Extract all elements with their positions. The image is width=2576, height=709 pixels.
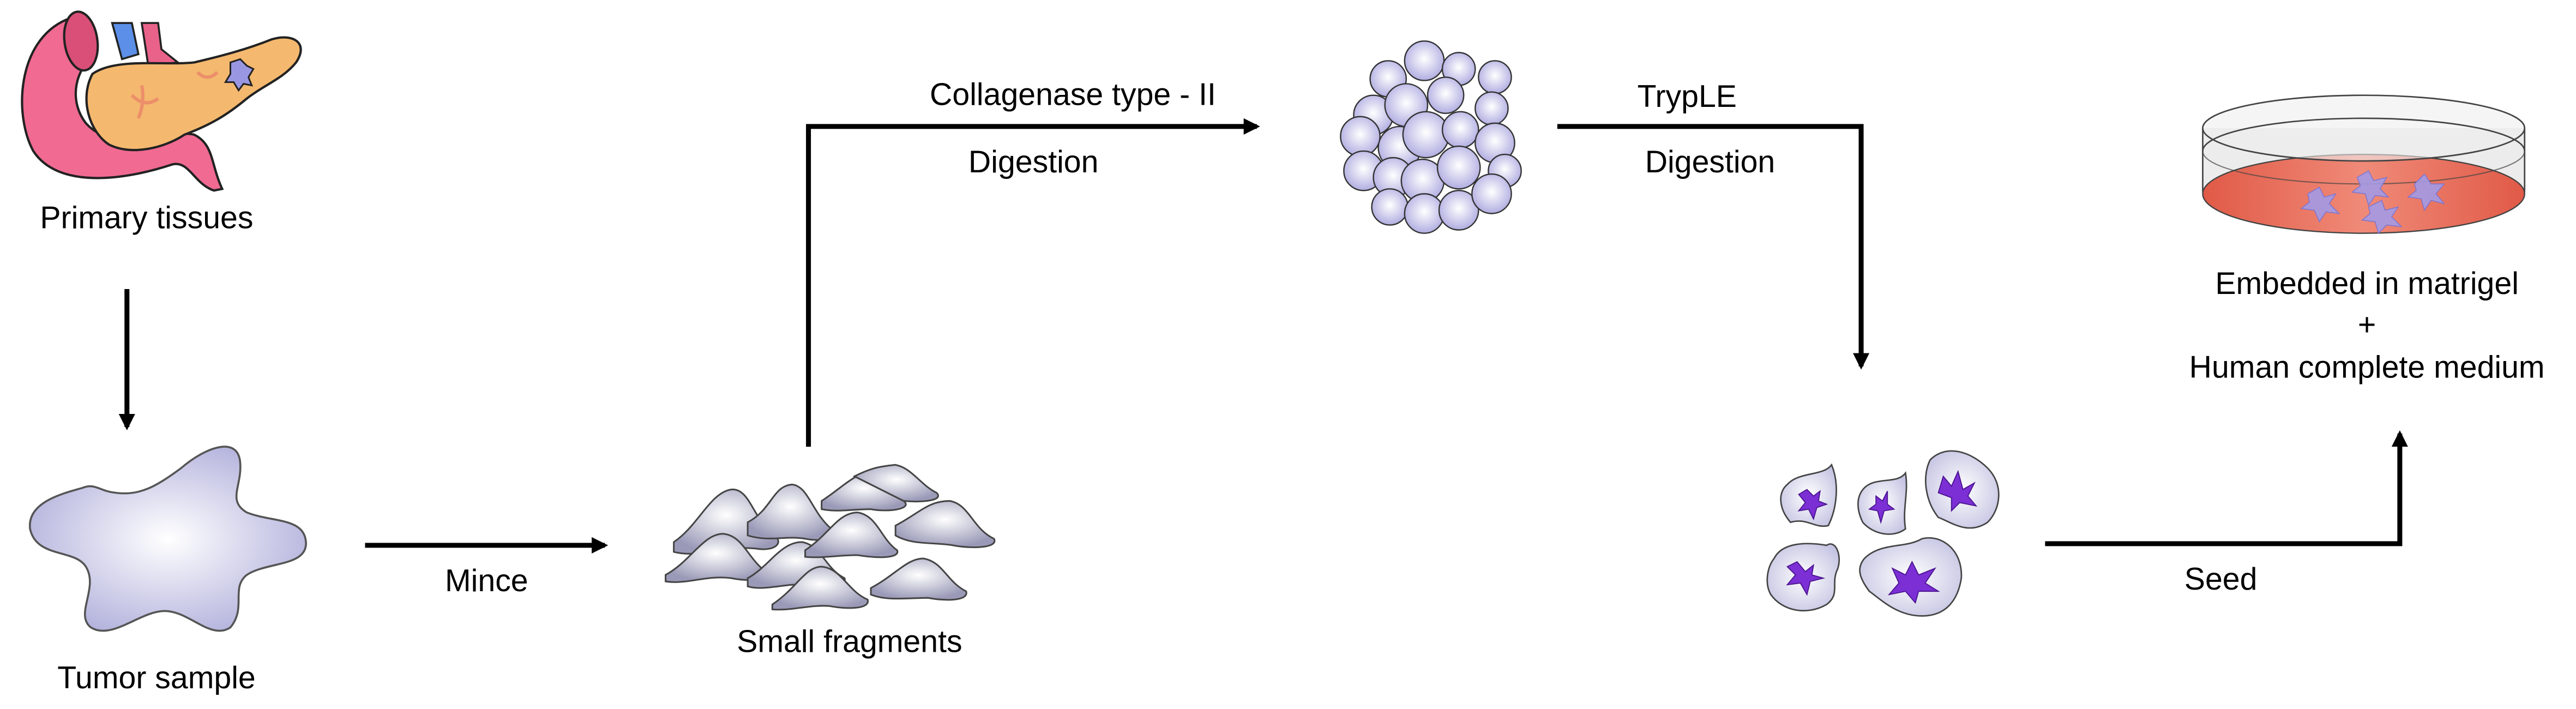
primary-tissues-label: Primary tissues xyxy=(40,201,253,236)
cell xyxy=(1857,471,1907,535)
mince-label: Mince xyxy=(445,563,528,598)
tumor-blob-icon xyxy=(29,446,307,632)
arrow-collagenase-digestion xyxy=(806,118,1260,447)
tumor-sample-label: Tumor sample xyxy=(57,660,256,695)
collagenase-digestion-label: Digestion xyxy=(968,145,1099,179)
arrow-seed xyxy=(2045,430,2408,546)
culture-dish-icon xyxy=(2202,94,2526,235)
arrow-tryple-digestion xyxy=(1557,124,1870,370)
cell xyxy=(1859,537,1963,617)
cell-cluster-spheroid-icon xyxy=(1340,40,1522,234)
small-fragments-label: Small fragments xyxy=(737,624,962,659)
tryple-digestion-label: Digestion xyxy=(1645,145,1775,179)
dish-label-matrigel: Embedded in matrigel xyxy=(2215,266,2519,301)
cell xyxy=(1766,543,1840,612)
dissociated-cells-icon xyxy=(1766,450,2000,617)
tryple-label: TrypLE xyxy=(1638,79,1737,114)
seed-label: Seed xyxy=(2184,562,2258,597)
cell xyxy=(1924,450,2000,529)
pancreas-organ-icon xyxy=(21,10,302,192)
tissue-fragments-icon xyxy=(665,464,996,611)
dish-label-medium: Human complete medium xyxy=(2189,350,2545,385)
cell xyxy=(1780,463,1837,527)
dish-label-plus: + xyxy=(2358,307,2376,342)
collagenase-label: Collagenase type - II xyxy=(930,77,1216,112)
